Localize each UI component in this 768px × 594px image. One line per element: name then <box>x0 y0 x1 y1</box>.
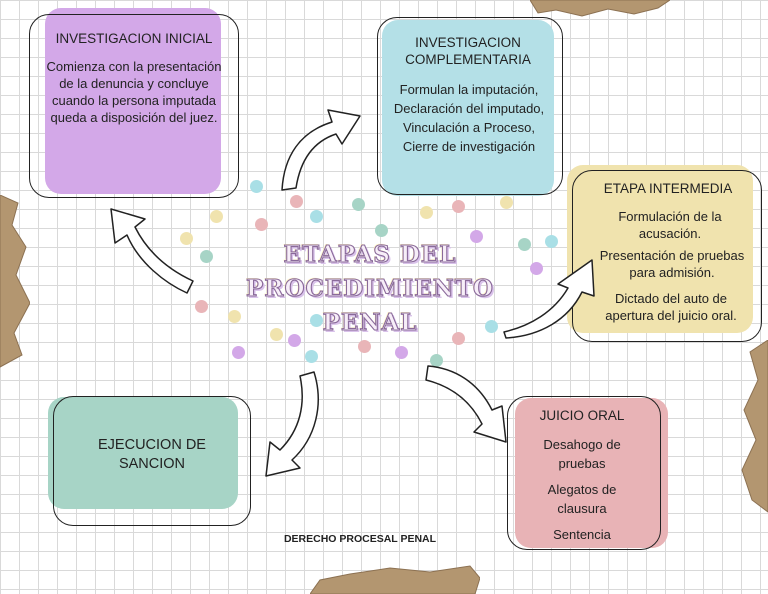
confetti-dot <box>310 210 323 223</box>
card-fill <box>48 397 238 509</box>
torn-paper-top <box>530 0 670 17</box>
arrow-to-juicio-oral <box>425 365 507 443</box>
confetti-dot <box>195 300 208 313</box>
card-outline <box>29 14 239 198</box>
confetti-dot <box>228 310 241 323</box>
confetti-dot <box>305 350 318 363</box>
card-outline <box>507 396 661 550</box>
confetti-dot <box>395 346 408 359</box>
torn-paper-left <box>0 195 30 368</box>
stage-heading-line1: INVESTIGACION <box>415 35 521 50</box>
confetti-dot <box>530 262 543 275</box>
card-fill <box>382 20 554 196</box>
confetti-dot <box>470 230 483 243</box>
footer-caption: DERECHO PROCESAL PENAL <box>283 533 437 545</box>
confetti-dot <box>210 210 223 223</box>
stage-description: Formulan la imputación, Declaración del … <box>393 82 545 154</box>
stage-item-2: Presentación de pruebas para admisión. <box>599 248 745 280</box>
arrow-to-ejecucion-sancion <box>265 371 319 477</box>
confetti-dot <box>180 232 193 245</box>
torn-paper-right <box>741 340 768 513</box>
confetti-dot <box>200 250 213 263</box>
arrow-to-investigacion-complementaria <box>281 109 361 191</box>
confetti-dot <box>250 180 263 193</box>
confetti-dot <box>352 198 365 211</box>
stage-item-1: Desahogo de pruebas <box>543 437 621 471</box>
confetti-dot <box>270 328 283 341</box>
stage-heading: INVESTIGACION INICIAL <box>55 31 213 46</box>
card-fill <box>45 8 221 194</box>
arrow-to-etapa-intermedia <box>503 259 595 339</box>
card-outline <box>53 396 251 526</box>
stage-heading: EJECUCION DE SANCION <box>98 437 206 472</box>
confetti-dot <box>420 206 433 219</box>
diagram-title: ETAPAS DEL PROCEDIMIENTO PENAL <box>240 238 500 340</box>
stage-heading: JUICIO ORAL <box>539 408 625 423</box>
confetti-dot <box>358 340 371 353</box>
confetti-dot <box>288 334 301 347</box>
confetti-dot <box>485 320 498 333</box>
confetti-dot <box>232 346 245 359</box>
stage-item-3: Sentencia <box>553 527 611 542</box>
card-outline <box>572 170 762 342</box>
confetti-dot <box>545 235 558 248</box>
title-line-3: PENAL <box>322 308 418 336</box>
torn-paper-bottom <box>310 565 480 594</box>
title-line-2: PROCEDIMIENTO <box>245 274 494 302</box>
confetti-dot <box>452 200 465 213</box>
stage-heading: ETAPA INTERMEDIA <box>603 181 733 196</box>
confetti-dot <box>518 238 531 251</box>
confetti-dot <box>255 218 268 231</box>
confetti-dot <box>500 196 513 209</box>
stage-description: Comienza con la presentación de la denun… <box>46 59 222 125</box>
arrow-to-investigacion-inicial <box>110 208 194 294</box>
title-line-1: ETAPAS DEL <box>283 240 457 268</box>
stage-item-2: Alegatos de clausura <box>547 482 617 516</box>
confetti-dot <box>375 224 388 237</box>
stage-item-1: Formulación de la acusación. <box>618 209 722 241</box>
stage-item-3: Dictado del auto de apertura del juicio … <box>605 291 737 323</box>
confetti-dot <box>452 332 465 345</box>
confetti-dot <box>430 354 443 367</box>
stage-heading-line2: COMPLEMENTARIA <box>405 52 531 67</box>
confetti-dot <box>290 195 303 208</box>
card-fill <box>567 165 753 333</box>
confetti-dot <box>310 314 323 327</box>
card-outline <box>377 17 563 195</box>
card-fill <box>515 398 668 548</box>
